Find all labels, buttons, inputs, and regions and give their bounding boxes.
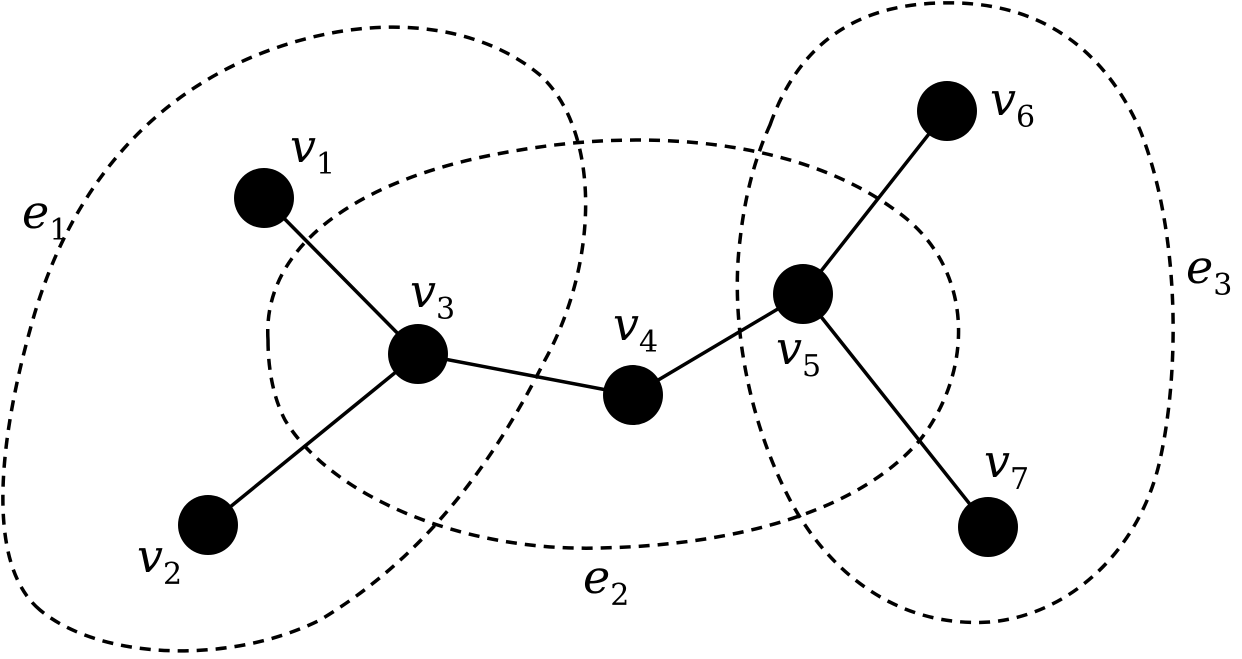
hyperedge-label-e3: e3 <box>1186 240 1232 303</box>
vertex-label-v2-sub: 2 <box>163 557 182 592</box>
vertex-label-v5-base: v <box>776 321 802 375</box>
vertex-label-v5: v5 <box>776 321 821 384</box>
vertex-label-v1: v1 <box>290 119 335 182</box>
hyperedge-label-e1-base: e <box>22 185 49 239</box>
edge-v5-v7 <box>801 292 990 529</box>
hyperedge-label-e2-base: e <box>583 550 610 604</box>
hyperedge-label-e2: e2 <box>583 550 629 613</box>
vertex-label-v6-base: v <box>990 72 1016 126</box>
vertex-v2 <box>178 495 238 555</box>
edge-v3-v4 <box>417 352 634 397</box>
vertex-label-v4-sub: 4 <box>639 325 658 360</box>
hyperedge-group <box>1 1 1175 653</box>
vertex-label-v6: v6 <box>990 72 1035 135</box>
hyperedge-label-group: e1 e2 e3 <box>22 185 1232 613</box>
vertex-label-v3: v3 <box>410 264 455 327</box>
hyperedge-e3 <box>735 1 1175 625</box>
vertex-label-v2-base: v <box>137 529 163 583</box>
vertex-label-v3-base: v <box>410 264 436 318</box>
vertex-group <box>178 81 1018 557</box>
edge-v5-v6 <box>801 109 949 296</box>
hyperedge-label-e3-sub: 3 <box>1213 268 1232 303</box>
vertex-v6 <box>917 81 977 141</box>
hyperedge-label-e3-base: e <box>1186 240 1213 294</box>
hyperedge-e2 <box>266 138 961 550</box>
vertex-label-v6-sub: 6 <box>1016 100 1035 135</box>
vertex-v4 <box>603 365 663 425</box>
edge-v2-v3 <box>206 352 420 527</box>
hyperedge-label-e1-sub: 1 <box>49 213 68 248</box>
vertex-v1 <box>234 168 294 228</box>
vertex-v5 <box>773 264 833 324</box>
edge-group <box>206 109 990 529</box>
vertex-label-v7-base: v <box>984 434 1010 488</box>
edge-v4-v5 <box>632 292 804 397</box>
hyperedge-label-e2-sub: 2 <box>610 578 629 613</box>
vertex-v7 <box>958 497 1018 557</box>
vertex-label-v1-base: v <box>290 119 316 173</box>
vertex-label-v4-base: v <box>613 297 639 351</box>
hyperedge-e1 <box>1 25 588 653</box>
edge-v1-v3 <box>262 196 420 356</box>
vertex-label-v3-sub: 3 <box>436 292 455 327</box>
vertex-label-v4: v4 <box>613 297 658 360</box>
hyperedge-label-e1: e1 <box>22 185 68 248</box>
vertex-label-v7: v7 <box>984 434 1029 497</box>
vertex-v3 <box>388 324 448 384</box>
vertex-label-group: v1 v2 v3 v4 v5 v6 v7 <box>137 72 1035 592</box>
vertex-label-v7-sub: 7 <box>1010 462 1029 497</box>
vertex-label-v5-sub: 5 <box>802 349 821 384</box>
vertex-label-v2: v2 <box>137 529 182 592</box>
vertex-label-v1-sub: 1 <box>316 147 335 182</box>
